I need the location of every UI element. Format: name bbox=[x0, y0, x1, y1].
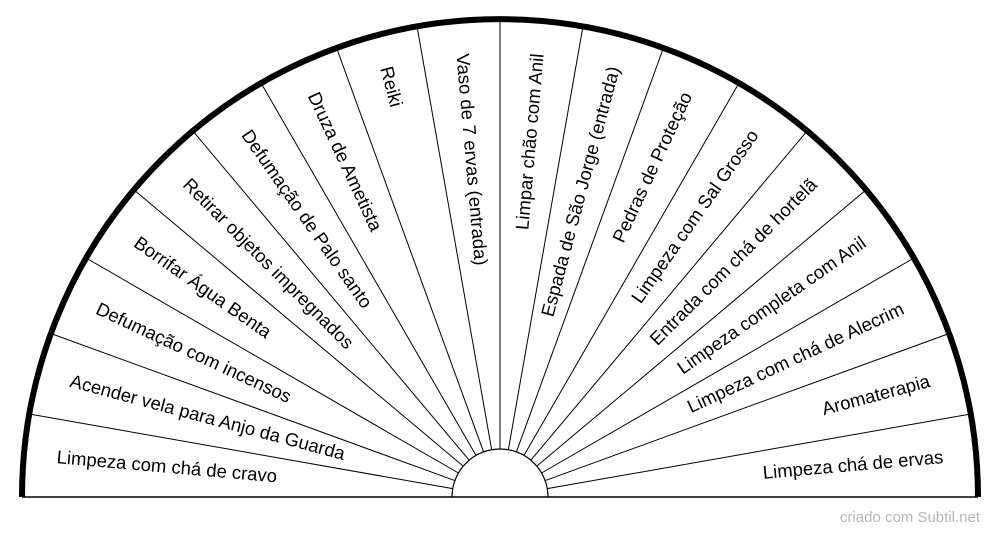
credit-text: criado com Subtil.net bbox=[839, 509, 980, 526]
sector-divider bbox=[85, 257, 459, 474]
sector-divider bbox=[515, 47, 664, 453]
sector-label: Limpeza chá de ervas bbox=[762, 446, 944, 483]
sector-label: Defumação de Palo santo bbox=[237, 126, 376, 312]
sector-divider bbox=[50, 333, 456, 482]
sector-divider bbox=[260, 82, 477, 456]
sector-divider bbox=[530, 130, 808, 461]
sector-divider bbox=[544, 333, 950, 482]
sector-label: Limpar chão com Anil bbox=[511, 53, 547, 231]
sector-divider bbox=[133, 189, 464, 467]
sector-divider bbox=[336, 47, 485, 453]
sector-divider bbox=[416, 26, 493, 450]
sector-divider bbox=[523, 82, 740, 456]
center-hub bbox=[451, 448, 549, 498]
sector-divider bbox=[536, 189, 867, 467]
sector-label: Vaso de 7 ervas (entrada) bbox=[452, 53, 491, 267]
sector-dividers bbox=[29, 19, 971, 490]
sector-divider bbox=[29, 413, 453, 490]
sector-divider bbox=[547, 413, 971, 490]
sector-divider bbox=[507, 26, 584, 450]
sector-divider bbox=[192, 130, 470, 461]
sector-label: Reiki bbox=[376, 64, 407, 109]
sector-divider bbox=[541, 257, 915, 474]
sector-label: Aromaterapia bbox=[819, 370, 932, 419]
chart-rim bbox=[19, 16, 981, 498]
